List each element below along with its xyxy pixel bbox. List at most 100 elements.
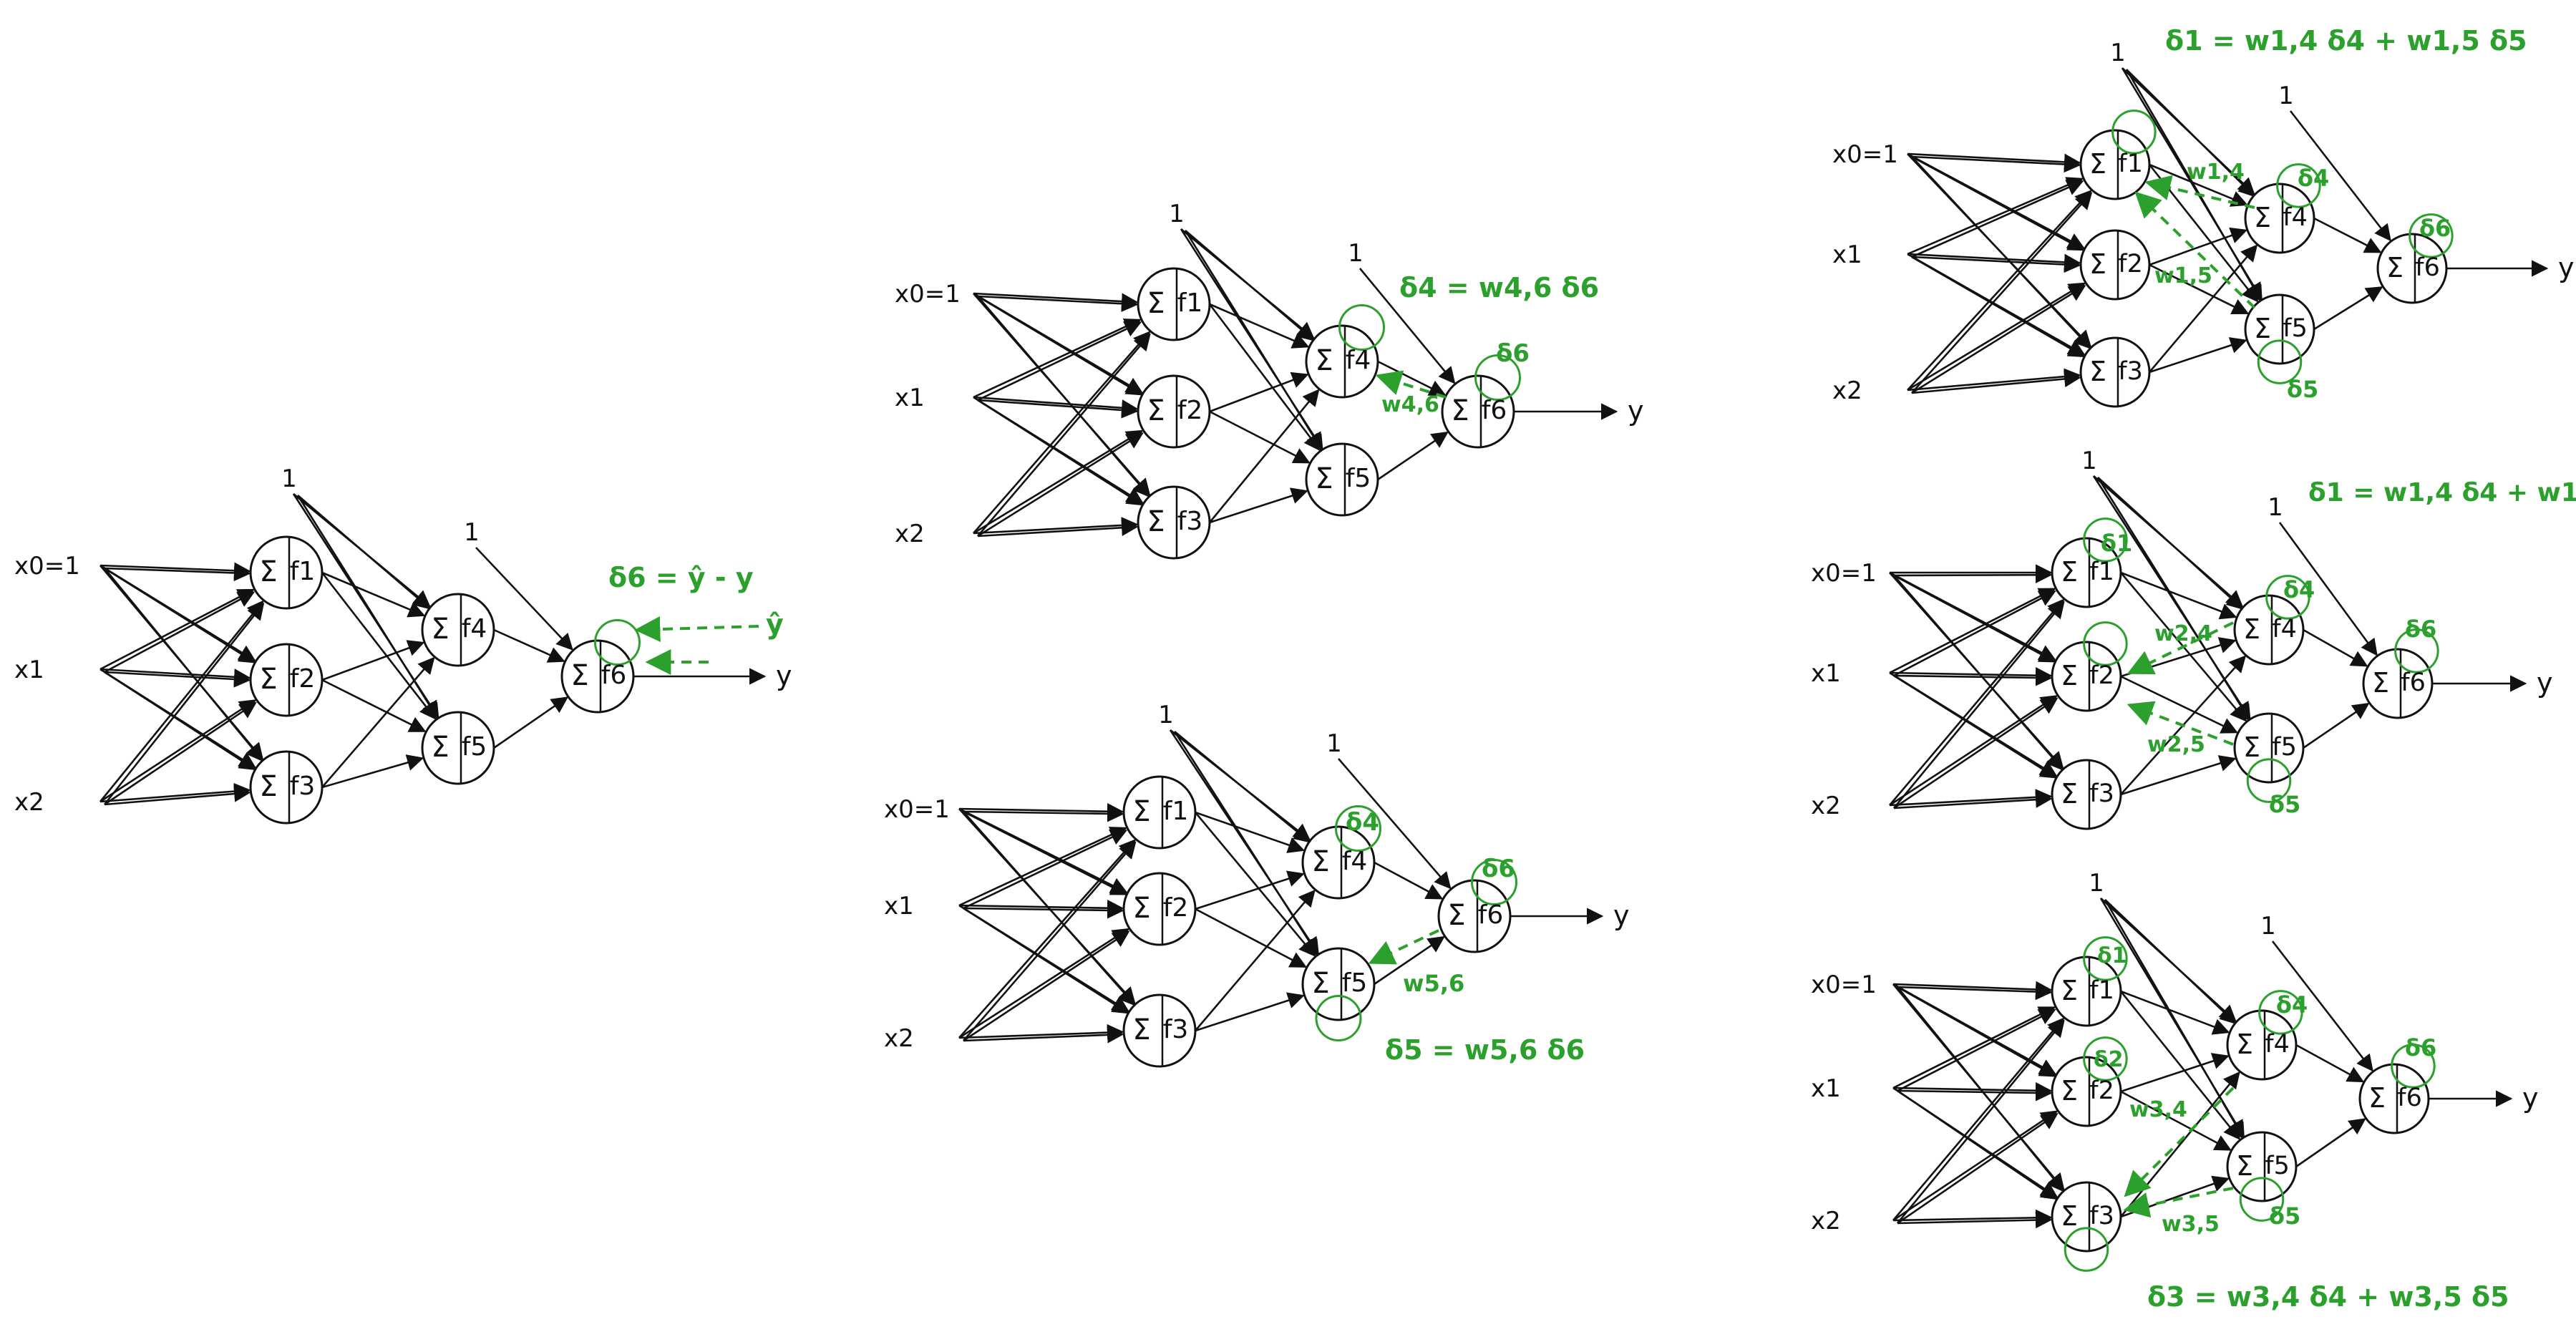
sum-symbol: Σ [1132, 1013, 1150, 1046]
activation-label: f1 [2118, 150, 2143, 178]
connection-arrow [2313, 217, 2382, 253]
connection-arrow [963, 805, 1124, 822]
activation-label: f6 [1478, 900, 1504, 930]
connection-arrow [1911, 370, 2081, 394]
delta6-formula: δ6 = ŷ - y [608, 562, 754, 593]
nodes-layer [249, 129, 2448, 1253]
neuron-f4 [2226, 1009, 2298, 1081]
neuron-f4 [1301, 825, 1376, 900]
delta-loop [2246, 758, 2292, 803]
input-label: x2 [1832, 376, 1862, 405]
sum-symbol: Σ [2254, 313, 2271, 344]
neuron-f5 [2233, 712, 2305, 784]
neuron-f6 [1441, 374, 1515, 449]
delta-backprop-arrow [2144, 175, 2255, 209]
connection-arrow [1911, 256, 2086, 358]
delta-loop [2409, 213, 2454, 258]
neuron-f1 [249, 535, 324, 610]
connection-arrow [2278, 522, 2378, 656]
connection-arrow [1889, 789, 2053, 807]
connection-arrow [99, 699, 257, 803]
connection-arrow [1911, 156, 2092, 350]
connection-arrow [1209, 371, 1309, 413]
y-hat-label: ŷ [766, 608, 784, 640]
neuron-f3 [1137, 485, 1211, 560]
connection-arrow [1911, 192, 2093, 394]
bias-label: 1 [2089, 869, 2104, 898]
sum-symbol: Σ [259, 663, 277, 696]
connection-arrow [1896, 1019, 2065, 1224]
connection-arrow [493, 696, 569, 749]
activation-label: f6 [2397, 1084, 2422, 1112]
sum-symbol: Σ [1311, 967, 1329, 1000]
connection-arrow [296, 495, 439, 721]
delta-loop [2265, 575, 2310, 620]
connection-arrow [1893, 791, 2053, 810]
connection-arrow [1195, 908, 1308, 968]
delta-loop [2083, 1036, 2128, 1081]
connection-arrow [977, 321, 1142, 402]
delta6-label: δ6 [1496, 339, 1530, 368]
weight-label: w2,5 [2147, 732, 2205, 757]
connection-arrow [104, 564, 251, 582]
delta-backprop-arrow [2134, 191, 2256, 309]
activation-label: f5 [2283, 314, 2308, 343]
neuron-f2 [1122, 872, 1197, 946]
neuron-f4 [2233, 594, 2305, 666]
sum-symbol: Σ [2061, 1200, 2078, 1232]
connection-arrow [1897, 1084, 2053, 1102]
connection-arrow [1359, 268, 1456, 384]
connection-arrow [2120, 1090, 2232, 1151]
connection-arrow [1897, 1008, 2056, 1092]
neuron-f5 [2226, 1131, 2298, 1202]
connection-arrow [1889, 695, 2059, 807]
activation-label: f2 [2118, 250, 2143, 278]
connection-arrow [973, 292, 1139, 310]
connection-arrow [1911, 155, 2081, 173]
delta-loop [1338, 304, 1385, 351]
bias-label: 1 [1169, 200, 1185, 228]
connection-arrow [2149, 263, 2250, 315]
connection-arrow [2149, 227, 2248, 266]
output-label: y [2558, 252, 2575, 283]
connection-arrow [1195, 992, 1305, 1032]
neuron-f6 [1437, 879, 1512, 953]
sum-symbol: Σ [570, 659, 588, 692]
connection-arrow [104, 671, 257, 771]
connection-arrow [1195, 870, 1305, 910]
connection-arrow [1892, 1081, 2053, 1099]
connection-arrow [977, 296, 1151, 498]
neuron-f4 [2244, 183, 2315, 254]
sum-symbol: Σ [2061, 660, 2078, 691]
connection-arrow [1377, 360, 1447, 396]
connection-arrow [977, 333, 1151, 537]
connection-arrow [977, 519, 1139, 538]
delta1-label: δ1 [2097, 943, 2127, 968]
connection-arrow [973, 331, 1151, 534]
connection-arrow [973, 429, 1144, 535]
connection-arrow [2149, 337, 2247, 374]
sum-symbol: Σ [1147, 287, 1165, 320]
connection-arrow [475, 547, 573, 651]
connection-arrow [321, 571, 426, 618]
output-label: y [2537, 667, 2553, 699]
connection-arrow [1208, 303, 1321, 452]
delta-loop [2394, 628, 2439, 674]
connection-arrow [1893, 574, 2056, 663]
neuron-f1 [1137, 267, 1211, 341]
connection-arrow [1208, 389, 1320, 523]
sum-symbol: Σ [1315, 462, 1333, 495]
sum-symbol: Σ [2243, 731, 2260, 763]
delta-backprop-arrow [2127, 701, 2234, 746]
bias-label: 1 [2081, 447, 2097, 475]
input-label: x1 [1811, 659, 1841, 688]
connection-arrow [963, 1026, 1124, 1044]
input-label: x0=1 [1811, 559, 1877, 588]
sum-symbol: Σ [259, 770, 277, 803]
connection-arrow [1185, 230, 1316, 341]
connection-arrow [1892, 1006, 2056, 1089]
connection-arrow [2126, 69, 2256, 198]
activation-label: f2 [2089, 661, 2114, 690]
delta-backprop-arrow [2124, 1086, 2235, 1197]
